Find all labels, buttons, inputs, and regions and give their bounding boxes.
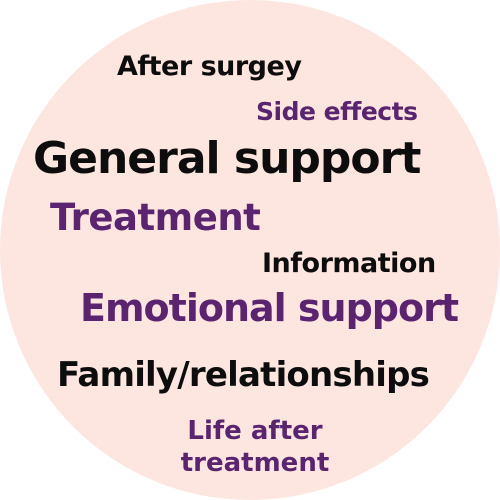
word-side-effects: Side effects: [256, 97, 418, 126]
word-information: Information: [262, 248, 436, 279]
word-family-relationships: Family/relationships: [57, 355, 430, 395]
word-life-after-line1: Life after: [187, 416, 323, 446]
word-life-after-treatment: Life after treatment: [140, 415, 370, 479]
word-treatment: Treatment: [50, 196, 261, 239]
word-emotional-support: Emotional support: [80, 286, 459, 330]
word-after-surgey: After surgey: [117, 51, 302, 82]
word-life-after-line2: treatment: [180, 448, 330, 478]
word-general-support: General support: [33, 133, 421, 184]
